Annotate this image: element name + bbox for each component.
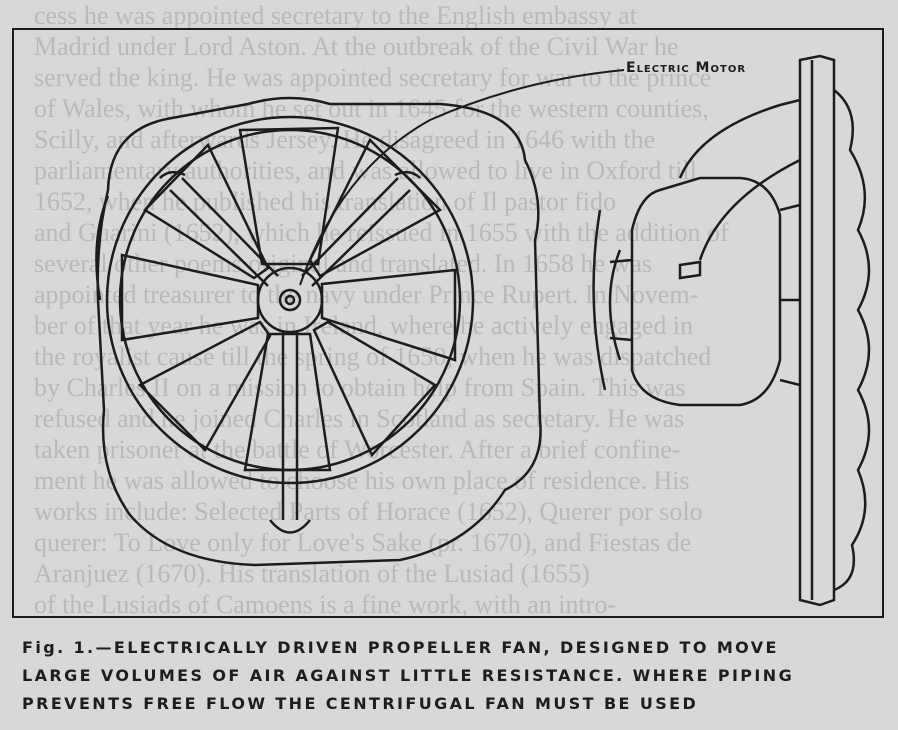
- side-housing: [798, 54, 836, 607]
- caption-line-3: PREVENTS FREE FLOW THE CENTRIFUGAL FAN M…: [22, 694, 699, 713]
- fan-blade: [143, 142, 270, 280]
- bleed-through-line: Madrid under Lord Aston. At the outbreak…: [34, 32, 679, 61]
- fan-blade: [120, 253, 260, 342]
- fan-blade: [238, 126, 340, 266]
- figure-caption: Fig. 1.—ELECTRICALLY DRIVEN PROPELLER FA…: [22, 634, 882, 718]
- fan-hub: [256, 266, 324, 334]
- bleed-through-line: of the Lusiads of Camoens is a fine work…: [34, 590, 616, 619]
- bleed-through-line: works include: Selected Parts of Horace …: [34, 497, 703, 526]
- bleed-through-line: cess he was appointed secretary to the E…: [34, 1, 637, 30]
- support-struts: [159, 170, 421, 534]
- bleed-through-line: served the king. He was appointed secret…: [34, 63, 712, 92]
- bleed-through-line: ment he was allowed to choose his own pl…: [34, 466, 690, 495]
- bleed-through-line: of Wales, with whom he set out in 1645 f…: [34, 94, 709, 123]
- fan-side-view: [592, 54, 871, 607]
- electric-motor-label: Electric Motor: [626, 60, 747, 76]
- bleed-through-line: querer: To Love only for Love's Sake (pr…: [34, 528, 692, 557]
- fan-blade: [243, 332, 332, 472]
- motor-body: [630, 176, 782, 407]
- fan-ring-inner: [118, 128, 462, 472]
- fan-blade: [312, 320, 437, 458]
- fan-ring-outer: [105, 115, 475, 485]
- fan-housing: [96, 96, 542, 567]
- fan-blade: [137, 320, 272, 453]
- fan-blade: [320, 268, 457, 362]
- caption-line-1: Fig. 1.—ELECTRICALLY DRIVEN PROPELLER FA…: [22, 638, 779, 657]
- bleed-through-line: refused and he joined Charles in Scotlan…: [34, 404, 685, 433]
- caption-line-2: LARGE VOLUMES OF AIR AGAINST LITTLE RESI…: [22, 666, 795, 685]
- figure-frame: [12, 28, 884, 618]
- callout-leader-line: [299, 69, 625, 286]
